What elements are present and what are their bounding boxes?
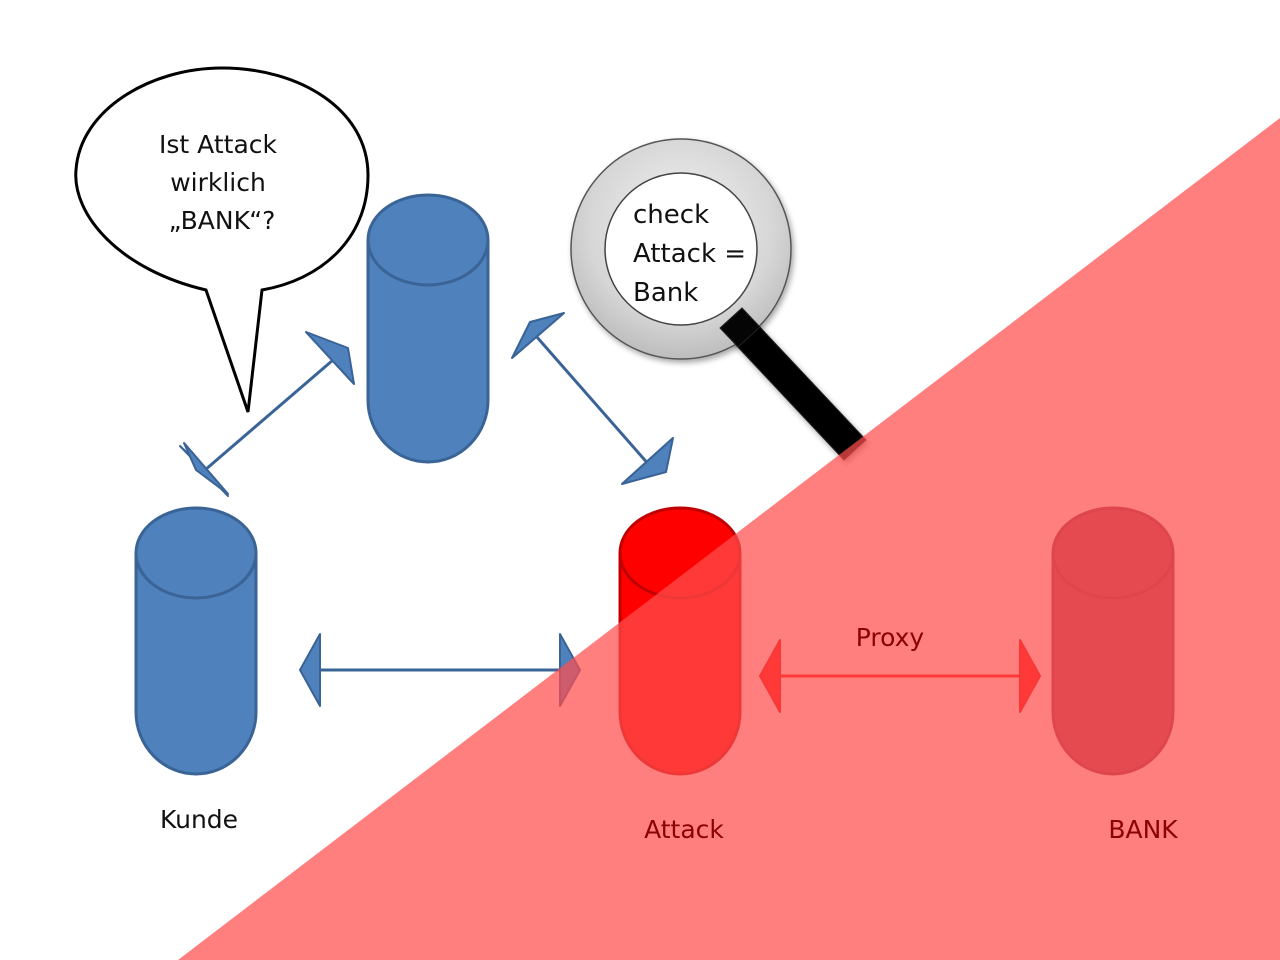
magnifier-lens [604,172,758,326]
speech-bubble: Ist Attack wirklich „BANK“? [74,66,370,413]
magnifier-text: check Attack = Bank [633,200,754,308]
speech-bubble-shape [74,66,370,413]
speech-line-1: Ist Attack [159,130,277,159]
magnifier-line-1: check [633,200,709,230]
speech-line-2: wirklich [170,168,266,197]
arrow-kunde-server[interactable] [179,331,355,497]
attack-label: Attack [644,815,724,844]
kunde-cylinder[interactable] [134,506,258,776]
kunde-label: Kunde [160,805,238,834]
magnifier: check Attack = Bank [570,138,867,461]
bank-label: BANK [1108,815,1178,844]
compromised-zone-overlay [178,118,1280,960]
magnifier-line-2: Attack = [633,239,746,269]
arrow-server-attack[interactable] [511,312,674,485]
magnifier-line-3: Bank [633,278,698,308]
proxy-label: Proxy [856,623,925,652]
speech-line-3: „BANK“? [169,206,276,235]
server-cylinder[interactable] [366,193,490,464]
speech-bubble-text: Ist Attack wirklich „BANK“? [159,130,285,235]
